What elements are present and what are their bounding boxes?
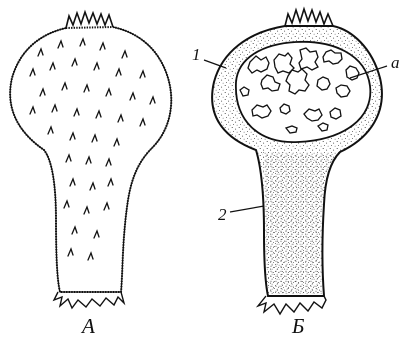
- label-a: а: [391, 53, 400, 72]
- base-tuft-right: [258, 296, 326, 314]
- fruiting-body-external: [10, 12, 171, 308]
- caption-left: А: [80, 314, 95, 338]
- leader-2: [230, 206, 264, 212]
- label-1: 1: [192, 45, 201, 64]
- base-tuft: [54, 292, 124, 308]
- apical-crest-right: [285, 9, 333, 26]
- caption-right: Б: [291, 314, 304, 338]
- fruiting-body-section: [212, 9, 382, 314]
- label-2: 2: [218, 205, 227, 224]
- sterile-base: [262, 152, 336, 294]
- apical-crest: [66, 12, 113, 28]
